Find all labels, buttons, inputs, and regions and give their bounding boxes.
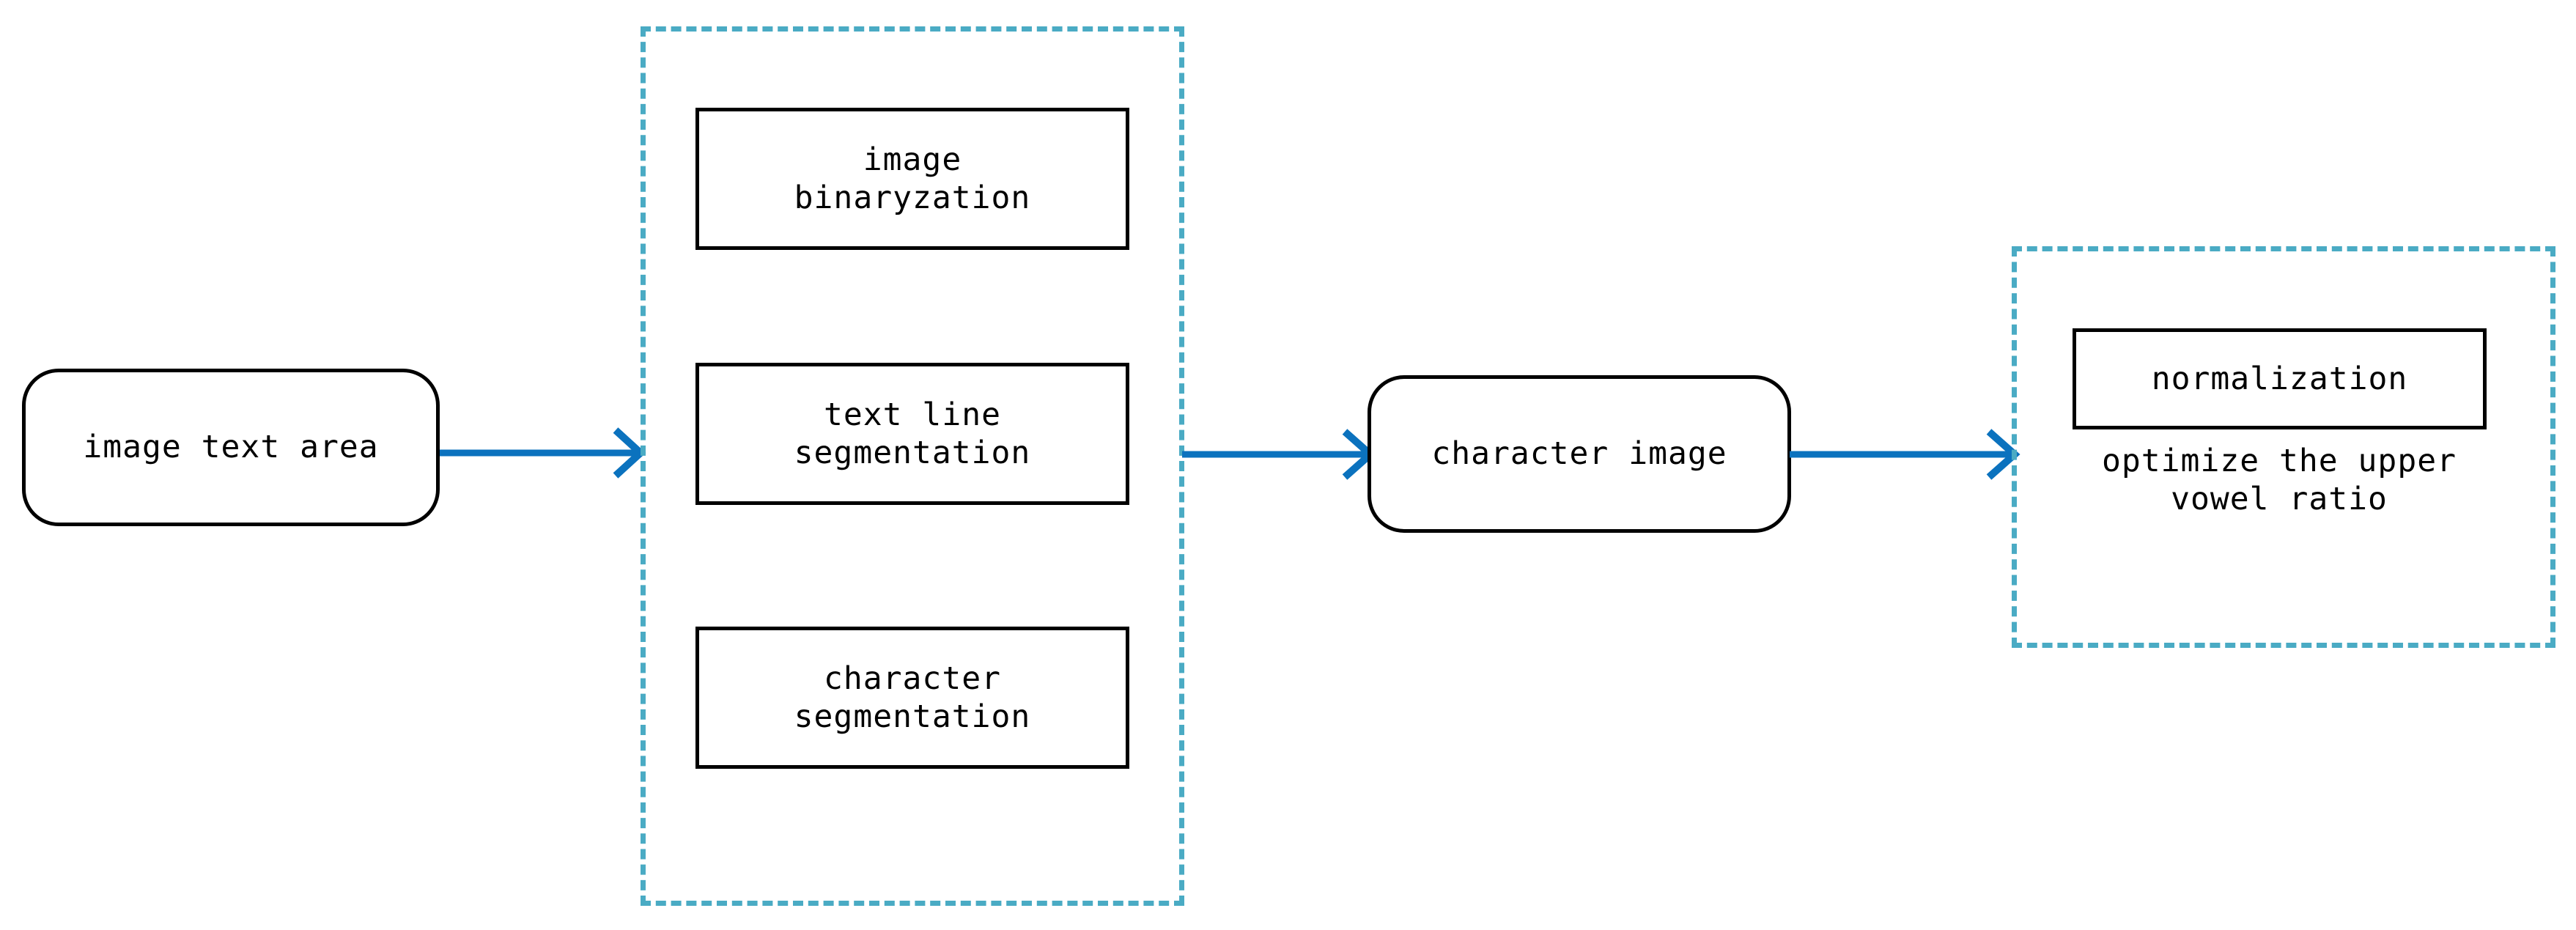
group-preprocessing bbox=[641, 26, 1184, 906]
node-character-segmentation[interactable]: character segmentation bbox=[695, 627, 1129, 769]
node-character-image-label: character image bbox=[1431, 435, 1727, 473]
arrow-image-text-area-to-preprocessing bbox=[440, 420, 646, 486]
arrow-preprocessing-to-character-image bbox=[1182, 421, 1376, 487]
node-text-line-segmentation[interactable]: text line segmentation bbox=[695, 363, 1129, 505]
node-character-segmentation-label: character segmentation bbox=[794, 660, 1031, 735]
group-normalization bbox=[2012, 246, 2555, 648]
node-character-image[interactable]: character image bbox=[1368, 375, 1791, 533]
node-normalization[interactable]: normalization bbox=[2073, 328, 2487, 429]
node-image-binaryzation[interactable]: image binaryzation bbox=[695, 108, 1129, 250]
node-image-text-area-label: image text area bbox=[83, 429, 379, 466]
node-image-binaryzation-label: image binaryzation bbox=[794, 141, 1031, 216]
node-text-line-segmentation-label: text line segmentation bbox=[794, 396, 1031, 471]
node-image-text-area[interactable]: image text area bbox=[22, 369, 440, 526]
caption-optimize-upper-vowel-ratio: optimize the upper vowel ratio bbox=[2102, 443, 2457, 518]
arrow-character-image-to-normalization bbox=[1790, 421, 2020, 487]
node-normalization-label: normalization bbox=[2151, 360, 2408, 397]
